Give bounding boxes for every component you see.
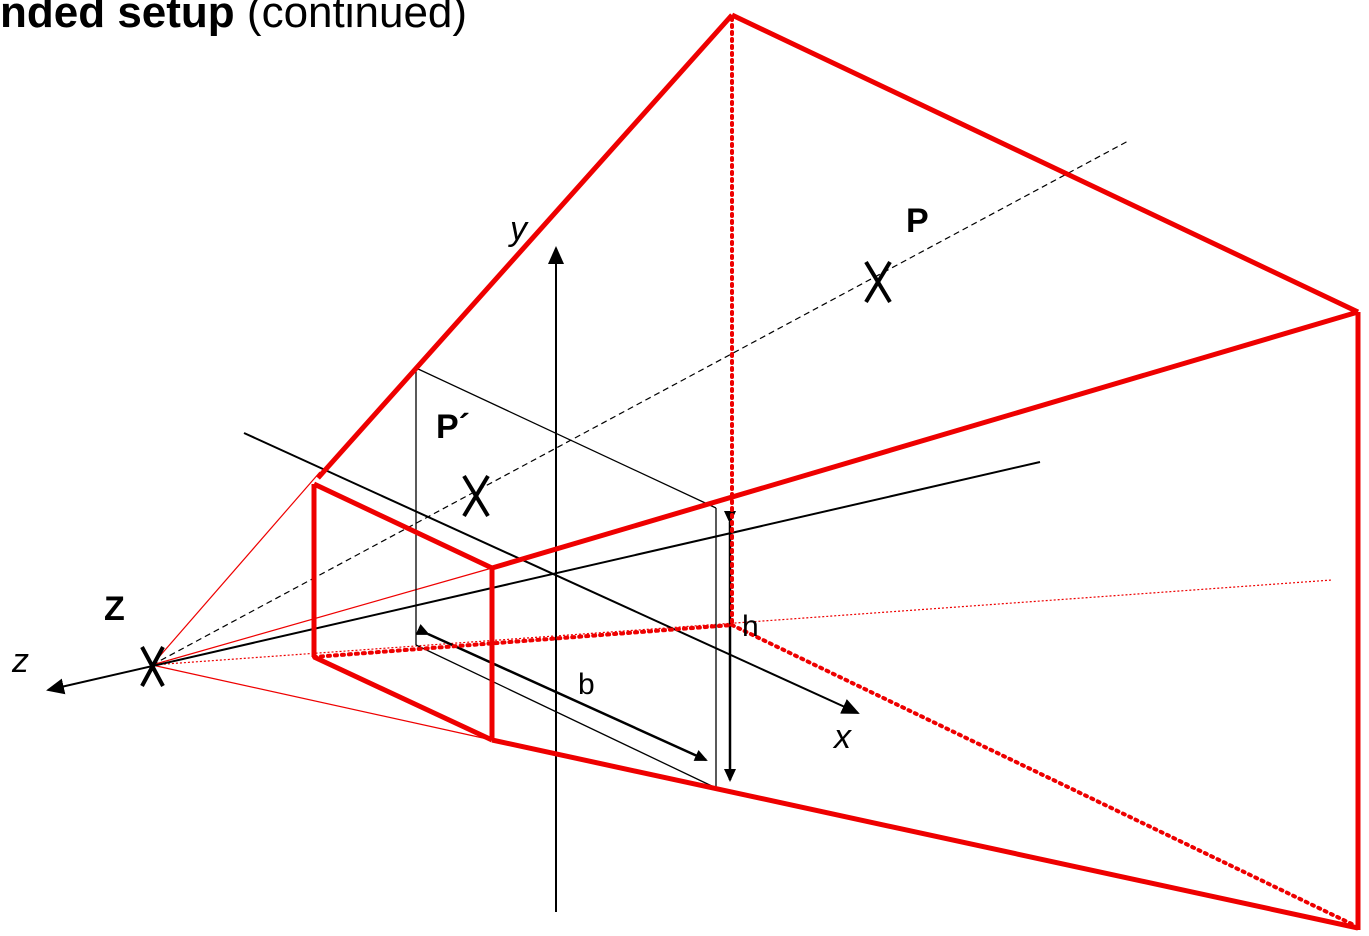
projection-ray <box>151 139 1131 666</box>
frustum-edge-bottom-right <box>491 737 1359 931</box>
label-h: h <box>742 610 759 643</box>
view-frustum <box>311 12 1361 931</box>
near-plane-top <box>312 481 494 571</box>
label-z-axis: z <box>11 642 29 680</box>
image-plane-top <box>415 367 717 509</box>
axes <box>46 246 1041 912</box>
near-plane-bottom <box>312 654 494 743</box>
far-plane-top <box>730 12 1360 315</box>
label-Z: Z <box>104 590 125 628</box>
slide-title-rest: (continued) <box>234 0 468 37</box>
point-P-prime-marker <box>462 474 490 518</box>
view-rays <box>151 471 1333 741</box>
hidden-bottom-left-edge <box>312 623 734 659</box>
slide-title-bold: nded setup <box>0 0 235 37</box>
label-x-axis: x <box>832 718 852 756</box>
hidden-far-bottom <box>730 623 1358 928</box>
label-b: b <box>578 668 595 701</box>
point-Z-marker <box>140 646 165 687</box>
ray-lower-right <box>151 664 493 741</box>
ray-upper-right <box>151 567 493 666</box>
label-P-prime: P´ <box>436 408 470 446</box>
label-y-axis: y <box>508 210 529 248</box>
ray-center-far <box>151 579 1333 666</box>
dimension-b-arrow <box>415 623 708 762</box>
hidden-edges <box>312 16 1358 928</box>
x-axis-line <box>243 432 860 714</box>
image-plane-bottom <box>415 644 717 789</box>
ray-upper-left <box>151 471 321 666</box>
label-P: P <box>906 202 929 240</box>
frustum-edge-top-right <box>491 309 1359 571</box>
slide-title: nded setup (continued) <box>0 0 467 38</box>
frustum-edge-top-left <box>316 13 734 480</box>
z-axis-line <box>46 461 1041 695</box>
point-P-marker <box>864 260 892 304</box>
